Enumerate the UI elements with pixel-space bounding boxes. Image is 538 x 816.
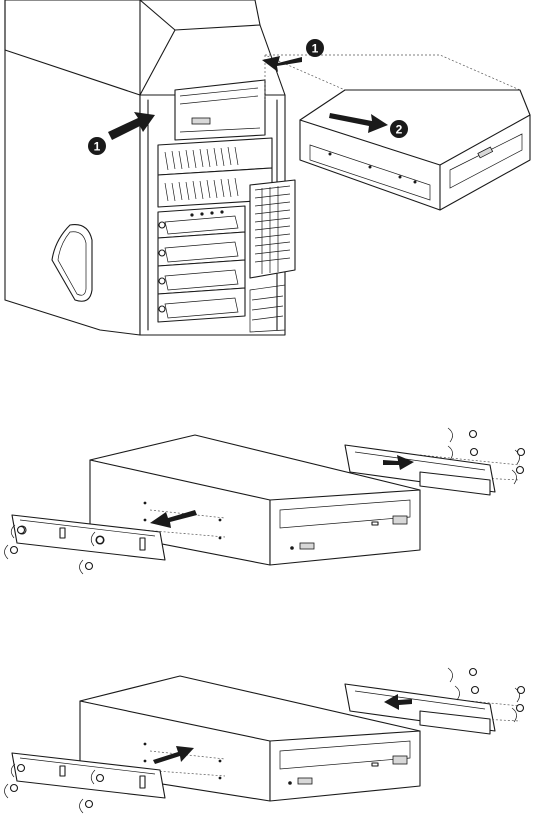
optical-drive-bay xyxy=(175,80,265,140)
chassis-side-panel xyxy=(5,0,140,335)
callout-step1-top: 1 xyxy=(306,39,324,57)
callout-step1-left: 1 xyxy=(88,137,106,155)
remove-rails-illustration xyxy=(0,420,538,590)
svg-text:1: 1 xyxy=(94,140,101,154)
chassis-illustration: 1 1 2 xyxy=(0,0,538,340)
svg-text:1: 1 xyxy=(312,42,319,56)
svg-text:2: 2 xyxy=(396,123,403,137)
attach-rails-illustration xyxy=(0,656,538,816)
callout-step2: 2 xyxy=(390,120,408,138)
hard-disk-trays xyxy=(158,206,245,322)
